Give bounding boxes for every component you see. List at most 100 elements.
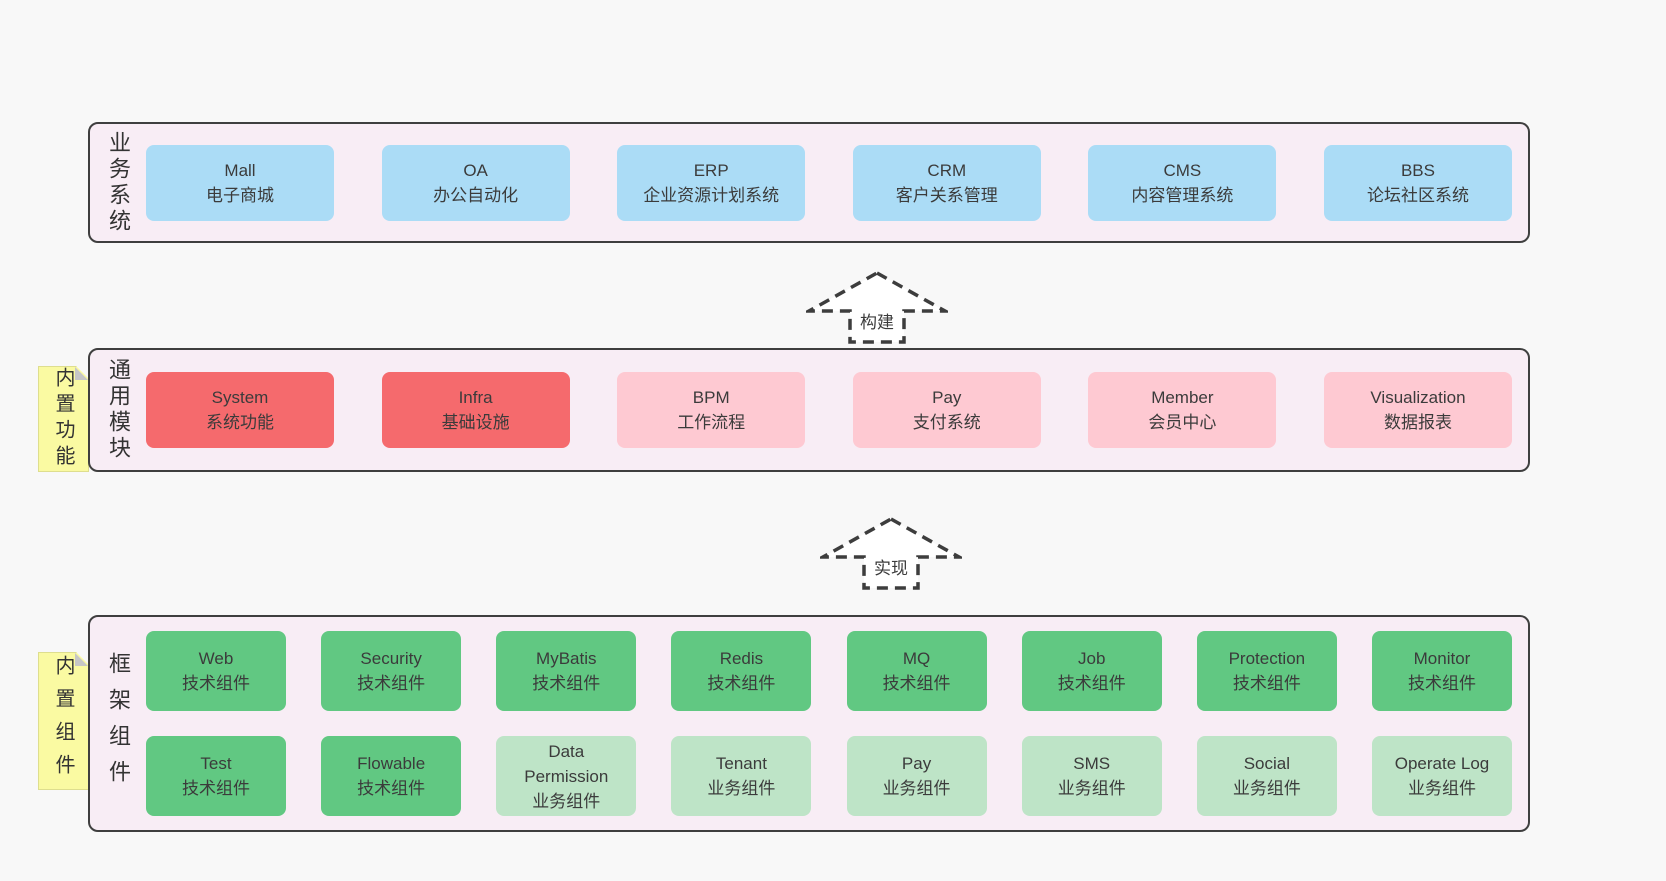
box-security: Security 技术组件: [321, 631, 462, 711]
box-erp: ERP 企业资源计划系统: [617, 144, 806, 221]
box-subtitle: 技术组件: [357, 779, 426, 798]
box-tenant: Tenant 业务组件: [671, 736, 812, 816]
box-system: System 系统功能: [146, 372, 334, 448]
box-title: Tenant: [715, 754, 767, 773]
box-title: BBS: [1400, 160, 1435, 180]
box-subtitle: 业务组件: [882, 779, 951, 798]
framework-row-1: Web 技术组件 Security 技术组件 MyBatis 技术组件 Redi…: [146, 631, 1512, 711]
box-subtitle: 内容管理系统: [1131, 185, 1234, 205]
box-title: ERP: [693, 160, 729, 180]
box-subtitle: 技术组件: [882, 674, 951, 693]
box-title: Security: [360, 649, 422, 668]
box-sms: SMS 业务组件: [1021, 736, 1162, 816]
box-oa: OA 办公自动化: [381, 144, 570, 221]
box-cms: CMS 内容管理系统: [1088, 144, 1277, 221]
box-title: OA: [463, 160, 488, 180]
box-title: Redis: [719, 649, 764, 668]
box-subtitle: 电子商城: [206, 185, 274, 205]
box-title: Protection: [1228, 649, 1306, 668]
sticky-label: 内置组件: [52, 655, 74, 787]
box-subtitle: 论坛社区系统: [1366, 185, 1469, 205]
box-data-permission: Data Permission 业务组件: [496, 736, 637, 816]
box-subtitle: 业务组件: [707, 779, 776, 798]
box-title: Pay: [901, 754, 932, 773]
box-title: CMS: [1163, 160, 1202, 180]
box-subtitle: 技术组件: [1407, 674, 1476, 693]
common-modules-boxes: System 系统功能 Infra 基础设施 BPM 工作流程 Pay 支付系统…: [146, 372, 1528, 448]
framework-row-2: Test 技术组件 Flowable 技术组件 Data Permission …: [146, 736, 1512, 816]
sticky-built-in-features: 内置功能: [38, 366, 89, 472]
box-subtitle: 业务组件: [1407, 779, 1476, 798]
box-subtitle: 业务组件: [1057, 779, 1126, 798]
box-title: Flowable: [357, 754, 426, 773]
sticky-label: 内置功能: [52, 367, 74, 471]
box-mq: MQ 技术组件: [846, 631, 987, 711]
box-title: Infra: [458, 388, 493, 407]
box-protection: Protection 技术组件: [1196, 631, 1337, 711]
box-mybatis: MyBatis 技术组件: [496, 631, 637, 711]
box-subtitle: 技术组件: [1057, 674, 1126, 693]
box-subtitle: 系统功能: [206, 413, 274, 432]
band-business-systems: 业务系统 Mall 电子商城 OA 办公自动化 ERP 企业资源计划系统 CRM…: [88, 122, 1530, 243]
box-infra: Infra 基础设施: [381, 372, 570, 448]
box-pay: Pay 支付系统: [852, 372, 1041, 448]
box-web: Web 技术组件: [146, 631, 286, 711]
band-framework-components: 框架组件 Web 技术组件 Security 技术组件 MyBatis 技术组件…: [88, 615, 1530, 832]
framework-components-rows: Web 技术组件 Security 技术组件 MyBatis 技术组件 Redi…: [146, 631, 1528, 816]
box-title: Member: [1151, 388, 1214, 407]
box-test: Test 技术组件: [146, 736, 286, 816]
box-title: MQ: [902, 649, 931, 668]
box-subtitle: 业务组件: [532, 791, 601, 811]
box-subtitle: 业务组件: [1232, 779, 1301, 798]
box-title: Visualization: [1370, 388, 1466, 407]
box-subtitle: 技术组件: [182, 779, 250, 798]
band-label-framework-components: 框架组件: [106, 651, 131, 796]
box-title: Mall: [224, 160, 256, 180]
box-subtitle: 办公自动化: [433, 185, 519, 205]
box-subtitle: 会员中心: [1148, 413, 1217, 432]
box-crm: CRM 客户关系管理: [852, 144, 1041, 221]
arrow-build: 构建: [806, 270, 948, 346]
arrow-build-label: 构建: [857, 308, 897, 333]
box-title: MyBatis: [536, 649, 597, 668]
box-subtitle: 支付系统: [912, 413, 981, 432]
box-subtitle: 工作流程: [677, 413, 746, 432]
box-subtitle: 客户关系管理: [895, 185, 998, 205]
box-subtitle: 数据报表: [1383, 413, 1452, 432]
box-title: Social: [1243, 754, 1290, 773]
box-title: Monitor: [1413, 649, 1471, 668]
box-pay-biz: Pay 业务组件: [846, 736, 987, 816]
box-title: Data Permission: [524, 741, 609, 786]
band-label-common-modules: 通用模块: [106, 358, 131, 462]
box-job: Job 技术组件: [1021, 631, 1162, 711]
box-title: SMS: [1073, 754, 1111, 773]
box-monitor: Monitor 技术组件: [1371, 631, 1512, 711]
folded-corner-icon: [75, 653, 88, 666]
box-operate-log: Operate Log 业务组件: [1371, 736, 1512, 816]
box-subtitle: 技术组件: [1232, 674, 1301, 693]
box-member: Member 会员中心: [1088, 372, 1277, 448]
box-subtitle: 基础设施: [441, 413, 510, 432]
box-title: Operate Log: [1394, 754, 1490, 773]
box-visualization: Visualization 数据报表: [1323, 372, 1512, 448]
dashed-up-arrow-icon: [820, 516, 962, 590]
box-redis: Redis 技术组件: [671, 631, 812, 711]
box-mall: Mall 电子商城: [146, 144, 334, 221]
box-title: Job: [1077, 649, 1106, 668]
folded-corner-icon: [75, 367, 88, 380]
box-title: BPM: [692, 388, 730, 407]
arrow-implement-label: 实现: [871, 554, 911, 579]
business-systems-boxes: Mall 电子商城 OA 办公自动化 ERP 企业资源计划系统 CRM 客户关系…: [146, 144, 1528, 221]
box-subtitle: 技术组件: [357, 674, 426, 693]
dashed-up-arrow-icon: [806, 270, 948, 344]
sticky-built-in-components: 内置组件: [38, 652, 89, 790]
box-subtitle: 技术组件: [707, 674, 776, 693]
box-title: System: [211, 388, 269, 407]
box-subtitle: 技术组件: [182, 674, 250, 693]
band-common-modules: 通用模块 System 系统功能 Infra 基础设施 BPM 工作流程 Pay…: [88, 348, 1530, 472]
box-flowable: Flowable 技术组件: [321, 736, 462, 816]
arrow-implement: 实现: [820, 516, 962, 592]
band-label-business-systems: 业务系统: [106, 130, 131, 235]
box-title: Test: [200, 754, 232, 773]
